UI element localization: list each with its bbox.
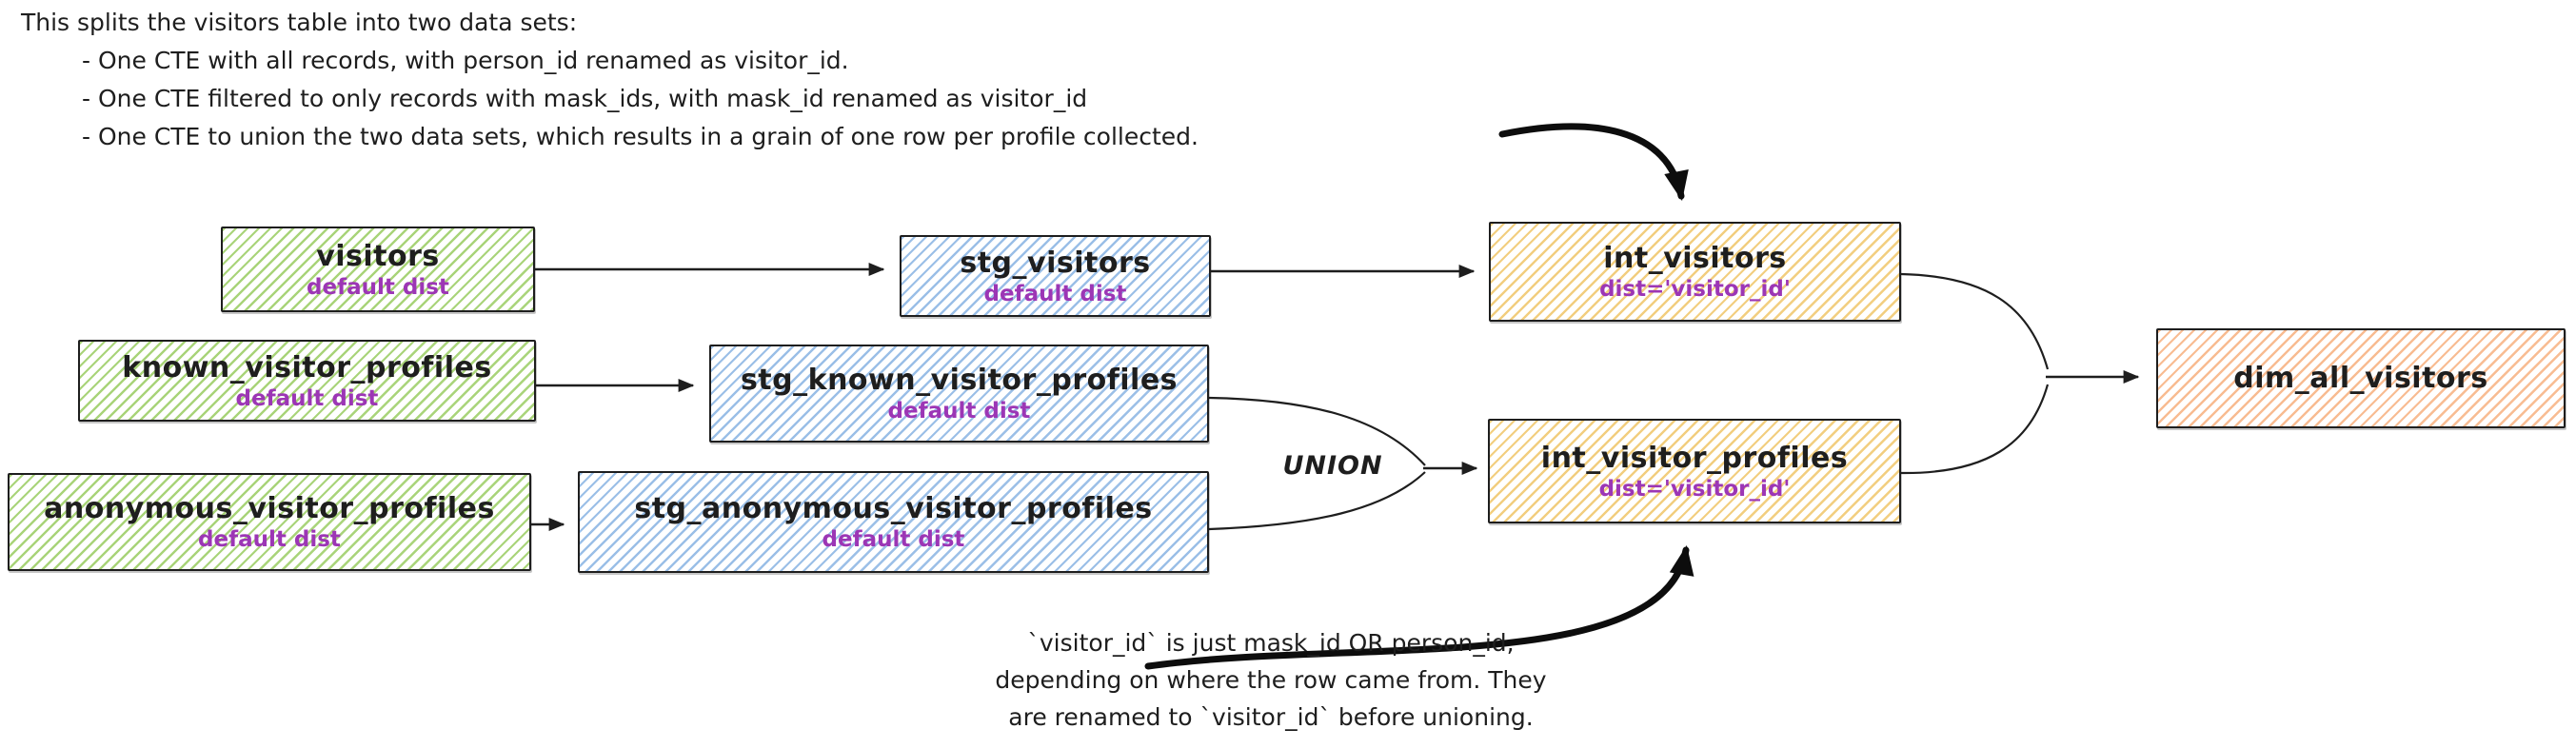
curve-int-visitors-to-merge — [1900, 272, 2050, 370]
node-stg-known-visitor-profiles[interactable]: stg_known_visitor_profiles default dist — [709, 345, 1209, 443]
node-title: dim_all_visitors — [2233, 362, 2488, 395]
bottom-annotation: `visitor_id` is just mask_id OR person_i… — [914, 624, 1628, 736]
node-subtitle: default dist — [983, 281, 1127, 306]
bottom-annotation-line: depending on where the row came from. Th… — [995, 666, 1547, 694]
node-title: stg_visitors — [960, 246, 1151, 280]
annotation-arrow-bottom-to-int-visitor-profiles — [1144, 544, 1694, 670]
curve-stg-anonymous-to-union — [1208, 471, 1426, 531]
node-title: stg_known_visitor_profiles — [740, 364, 1179, 397]
top-annotation: This splits the visitors table into two … — [21, 4, 1199, 156]
node-title: int_visitors — [1603, 242, 1787, 275]
top-annotation-bullet: - One CTE to union the two data sets, wh… — [82, 123, 1199, 150]
node-subtitle: default dist — [307, 274, 449, 300]
node-title: anonymous_visitor_profiles — [44, 492, 495, 525]
node-subtitle: default dist — [822, 527, 965, 552]
node-title: visitors — [316, 239, 440, 273]
node-title: stg_anonymous_visitor_profiles — [634, 492, 1153, 525]
node-int-visitor-profiles[interactable]: int_visitor_profiles dist='visitor_id' — [1488, 419, 1901, 523]
node-int-visitors[interactable]: int_visitors dist='visitor_id' — [1489, 222, 1901, 322]
bottom-annotation-line: are renamed to `visitor_id` before union… — [1008, 703, 1534, 731]
union-label: UNION — [1282, 451, 1383, 481]
node-dim-all-visitors[interactable]: dim_all_visitors — [2156, 328, 2566, 428]
curve-stg-known-to-union — [1208, 396, 1426, 466]
node-known-visitor-profiles[interactable]: known_visitor_profiles default dist — [78, 340, 536, 422]
node-stg-anonymous-visitor-profiles[interactable]: stg_anonymous_visitor_profiles default d… — [578, 471, 1209, 573]
node-anonymous-visitor-profiles[interactable]: anonymous_visitor_profiles default dist — [8, 473, 531, 571]
node-subtitle: dist='visitor_id' — [1599, 277, 1791, 302]
node-subtitle: default dist — [235, 385, 379, 411]
node-subtitle: default dist — [198, 527, 341, 552]
node-title: int_visitor_profiles — [1540, 441, 1849, 475]
node-title: known_visitor_profiles — [122, 350, 492, 384]
node-stg-visitors[interactable]: stg_visitors default dist — [900, 235, 1211, 317]
annotation-arrow-top-to-int-visitors — [1498, 123, 1689, 202]
top-annotation-bullet: - One CTE filtered to only records with … — [82, 85, 1088, 112]
curve-int-visitor-profiles-to-merge — [1900, 384, 2050, 475]
bottom-annotation-line: `visitor_id` is just mask_id OR person_i… — [1027, 629, 1515, 657]
top-annotation-intro: This splits the visitors table into two … — [21, 9, 578, 36]
node-subtitle: dist='visitor_id' — [1598, 476, 1791, 502]
node-subtitle: default dist — [887, 399, 1031, 424]
top-annotation-bullet: - One CTE with all records, with person_… — [82, 47, 849, 74]
node-visitors[interactable]: visitors default dist — [221, 227, 535, 312]
